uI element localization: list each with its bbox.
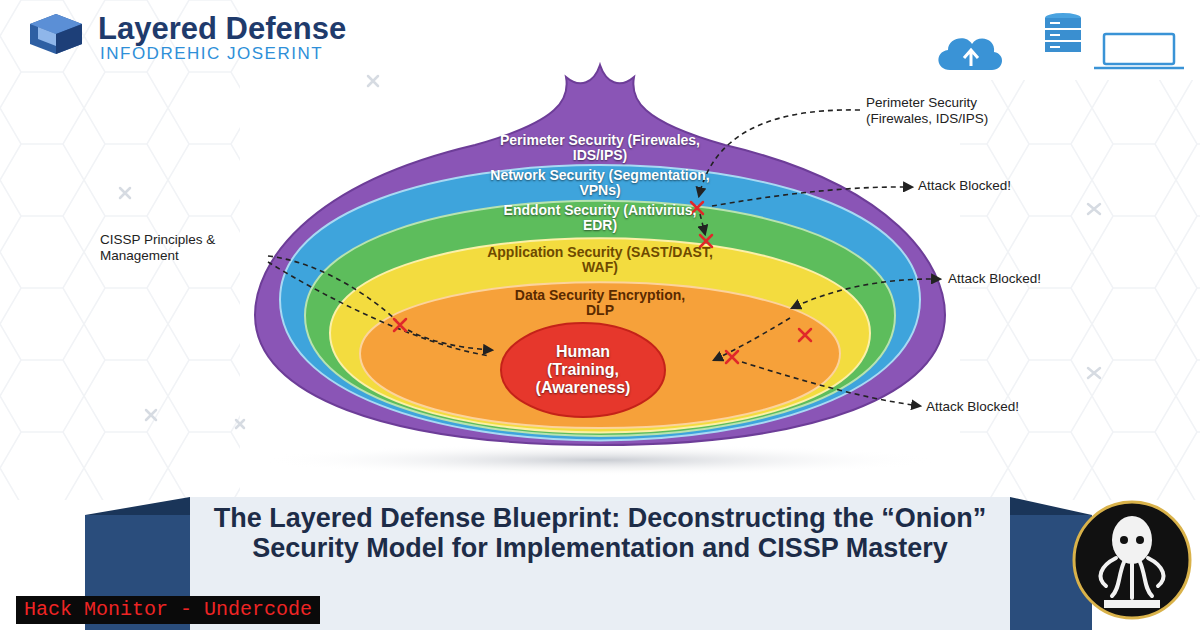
path-graphic — [120, 188, 130, 198]
path-graphic — [85, 497, 190, 515]
watermark-box: Hack Monitor - Undercode — [16, 596, 320, 624]
layer-shape — [360, 282, 840, 428]
layer-shape — [330, 238, 870, 432]
ellipse-graphic — [260, 444, 940, 476]
callout-label: CISSP Principles & Management — [100, 232, 258, 264]
path-graphic — [368, 76, 378, 86]
title-box: The Layered Defense Blueprint: Deconstru… — [200, 503, 1000, 563]
callout-label: Attack Blocked! — [918, 178, 1011, 194]
ellipse-graphic — [1112, 516, 1152, 564]
path-graphic — [938, 38, 1002, 70]
circle-graphic — [1074, 502, 1190, 618]
path-graphic — [1094, 67, 1184, 70]
path-graphic — [1088, 368, 1100, 378]
path-graphic — [30, 14, 82, 54]
layer-text-box: Data Security Encryption, DLP — [500, 288, 700, 318]
layer-shape — [305, 201, 895, 436]
diagram-title: The Layered Defense Blueprint: Deconstru… — [200, 503, 1000, 563]
g-graphic — [1101, 558, 1164, 598]
server-icon — [1045, 13, 1081, 52]
layer-text-box: Enddont Security (Antivirius, EDR) — [500, 203, 700, 233]
layer-shape — [255, 65, 945, 445]
laptop-icon — [1094, 34, 1184, 68]
path-graphic — [38, 27, 56, 46]
path-graphic — [1130, 564, 1134, 598]
path-graphic — [236, 420, 244, 428]
layer-label: Perimeter Security (Firewales, IDS/IPS) — [480, 133, 720, 163]
path-graphic — [1140, 562, 1152, 596]
circle-graphic — [1120, 536, 1128, 544]
rect-graphic — [1104, 34, 1174, 64]
layer-shape — [501, 323, 665, 417]
security-layer-band: Enddont Security (Antivirius, EDR)Applic… — [305, 192, 895, 439]
path-graphic — [1101, 558, 1116, 586]
layer-text-box: Human (Training, (Awareness) — [528, 343, 638, 397]
rect-graphic — [960, 80, 1200, 500]
layer-label: Data Security Encryption, DLP — [500, 288, 700, 318]
layer-text-box: Application Security (SAST/DAST, WAF) — [485, 245, 715, 275]
layer-text-box: Network Security (Segmentation, VPNs) — [490, 168, 710, 198]
callout-label-box: Attack Blocked! — [926, 399, 1019, 415]
path-graphic — [1088, 204, 1100, 214]
rect-graphic — [1104, 600, 1160, 608]
layer-text-box: Perimeter Security (Firewales, IDS/IPS) — [480, 133, 720, 163]
octopus-logo — [1074, 502, 1190, 618]
security-layer-band: Perimeter Security (Firewales, IDS/IPS)N… — [255, 65, 945, 450]
callout-label-box: CISSP Principles & Management — [100, 232, 258, 264]
layer-label: Application Security (SAST/DAST, WAF) — [485, 245, 715, 275]
logo-icon — [30, 14, 82, 54]
layer-label: Human (Training, (Awareness) — [528, 343, 638, 397]
callout-label-box: Perimeter Security (Firewales, IDS/IPS) — [866, 95, 1026, 127]
security-layer-band: Application Security (SAST/DAST, WAF)Dat… — [330, 231, 870, 435]
path-graphic — [1112, 562, 1124, 596]
logo-wordmark: Layered Defense — [98, 10, 346, 47]
logo-subtitle: INFODREHIC JOSERINT — [100, 44, 323, 64]
logo-wordmark-box: Layered Defense — [98, 10, 346, 47]
path-graphic — [56, 24, 82, 54]
callout-label: Attack Blocked! — [948, 271, 1041, 287]
path-graphic — [146, 410, 156, 420]
path-graphic — [1148, 558, 1163, 586]
layer-shape — [280, 165, 920, 440]
security-layer-band: Network Security (Segmentation, VPNs)End… — [280, 155, 920, 444]
core-circle: Human (Training, (Awareness) — [500, 322, 666, 418]
path-graphic — [964, 50, 978, 66]
watermark: Hack Monitor - Undercode — [24, 598, 312, 622]
layer-label: Network Security (Segmentation, VPNs) — [490, 168, 710, 198]
cloud-icon — [938, 38, 1002, 70]
callout-label: Attack Blocked! — [926, 399, 1019, 415]
callout-label-box: Attack Blocked! — [918, 178, 1011, 194]
security-layer-band: Data Security Encryption, DLP Human (Trai… — [360, 277, 840, 430]
layer-label: Enddont Security (Antivirius, EDR) — [500, 203, 700, 233]
callout-label: Perimeter Security (Firewales, IDS/IPS) — [866, 95, 1026, 127]
path-graphic — [1010, 497, 1092, 515]
path-graphic — [1050, 23, 1060, 47]
callout-label-box: Attack Blocked! — [948, 271, 1041, 287]
logo-subtitle-box: INFODREHIC JOSERINT — [100, 44, 323, 64]
circle-graphic — [1136, 536, 1144, 544]
